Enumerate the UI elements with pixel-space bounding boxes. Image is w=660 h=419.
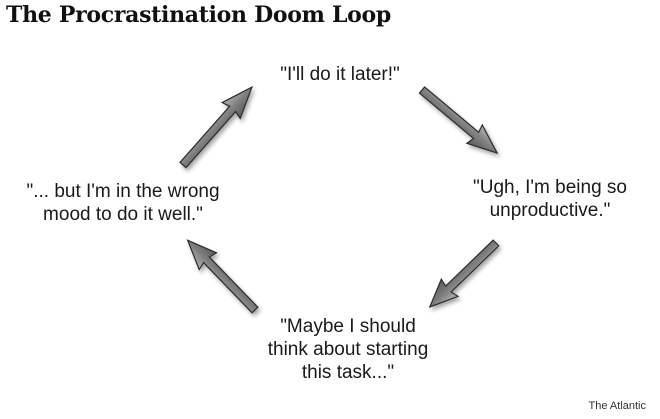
node-think-about-starting: "Maybe I should think about starting thi… (248, 315, 448, 384)
node-text-line: think about starting (267, 339, 429, 360)
node-text-line: mood to do it well." (43, 204, 203, 225)
arrow-up-left-icon (178, 231, 265, 319)
arrow-down-right-icon (413, 80, 506, 163)
diagram-title: The Procrastination Doom Loop (6, 2, 391, 28)
node-text-line: "Ugh, I'm being so (472, 177, 627, 198)
source-credit: The Atlantic (588, 400, 646, 412)
arrow-up-right-icon (173, 78, 262, 174)
node-do-it-later: "I'll do it later!" (250, 63, 430, 86)
node-text-line: "... but I'm in the wrong (26, 181, 220, 202)
node-wrong-mood: "... but I'm in the wrong mood to do it … (8, 180, 238, 226)
node-text-line: unproductive." (489, 200, 611, 221)
node-being-unproductive: "Ugh, I'm being so unproductive." (455, 176, 645, 222)
node-text: "I'll do it later!" (280, 64, 400, 85)
arrow-down-left-icon (420, 233, 505, 317)
node-text-line: "Maybe I should (280, 316, 416, 337)
node-text-line: this task..." (301, 362, 395, 383)
